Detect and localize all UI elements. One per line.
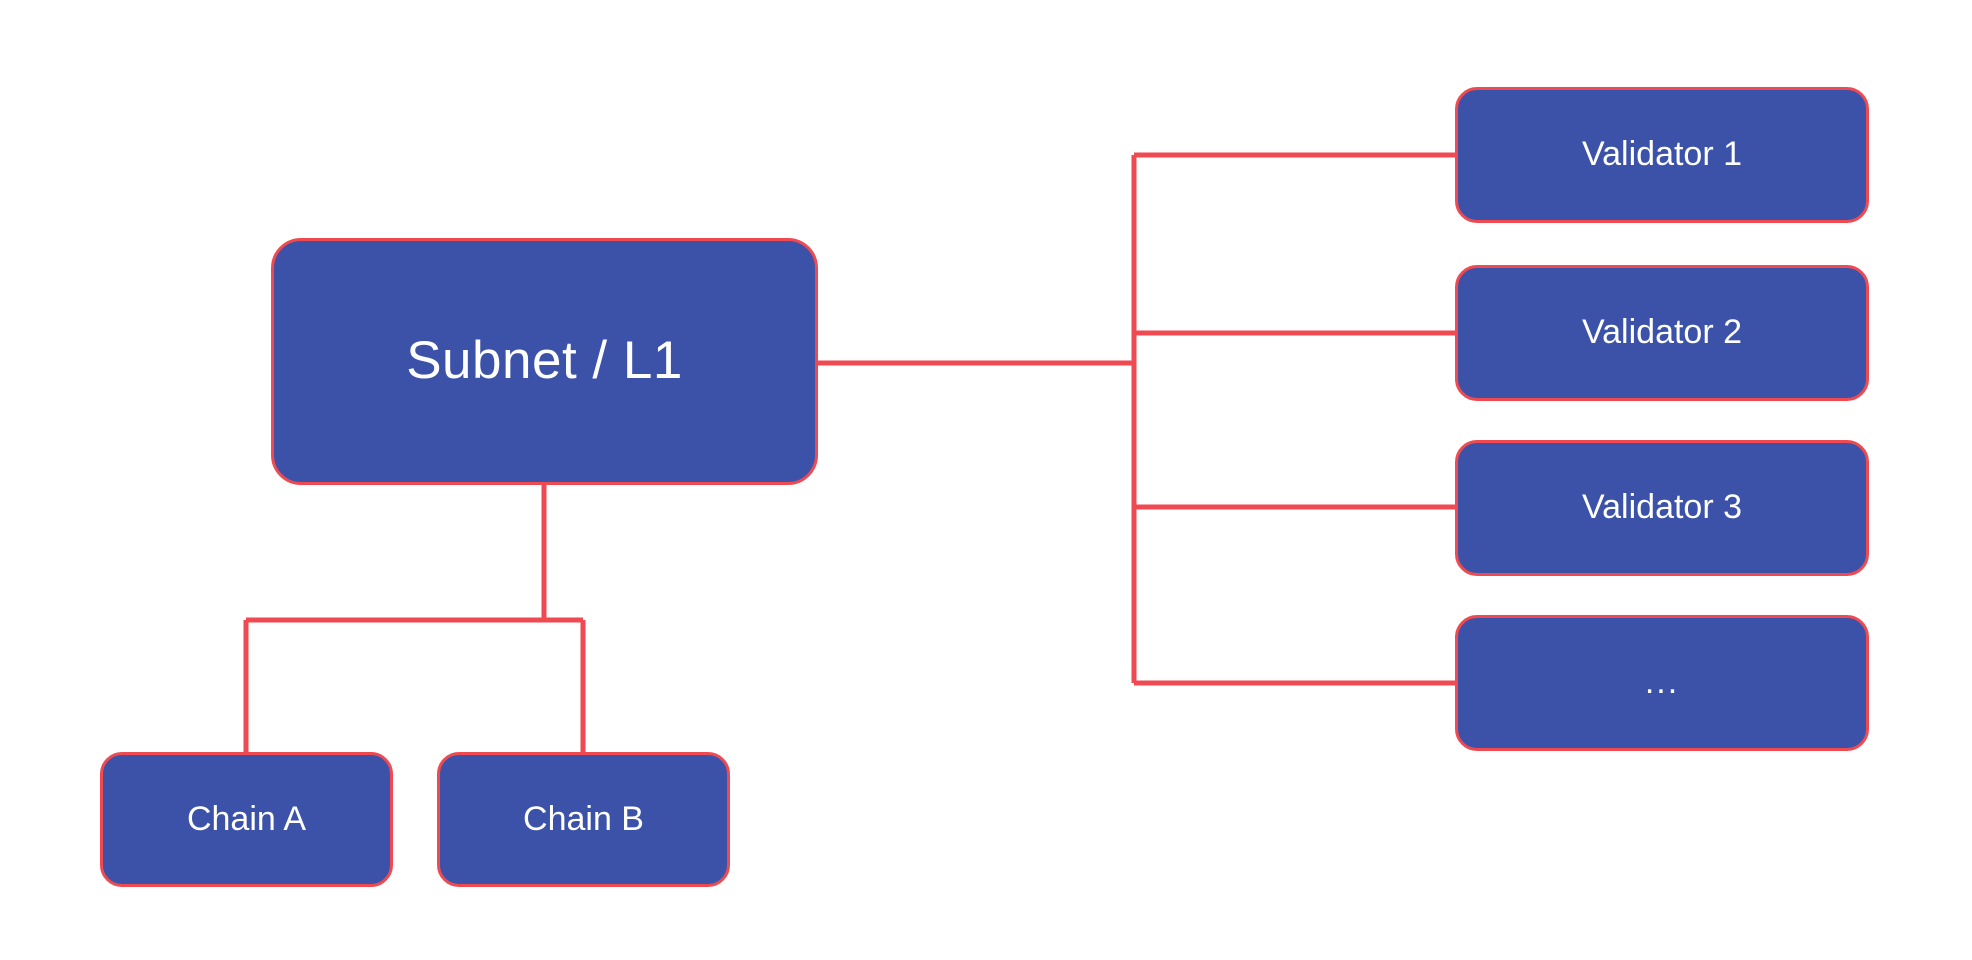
node-validator-more-label: ... bbox=[1644, 663, 1680, 702]
node-validator-1-label: Validator 1 bbox=[1581, 135, 1743, 174]
node-chain-a-label: Chain A bbox=[186, 799, 307, 838]
node-validator-2[interactable]: Validator 2 bbox=[1455, 265, 1869, 401]
node-validator-1[interactable]: Validator 1 bbox=[1455, 87, 1869, 223]
node-chain-a[interactable]: Chain A bbox=[100, 752, 393, 887]
node-validator-more[interactable]: ... bbox=[1455, 615, 1869, 751]
node-chain-b-label: Chain B bbox=[523, 799, 644, 838]
edges-root-to-validators bbox=[818, 152, 1455, 686]
node-validator-3-label: Validator 3 bbox=[1581, 488, 1743, 527]
edges-root-to-chains bbox=[243, 485, 586, 752]
node-subnet-l1[interactable]: Subnet / L1 bbox=[271, 238, 818, 485]
node-validator-3[interactable]: Validator 3 bbox=[1455, 440, 1869, 576]
node-subnet-l1-label: Subnet / L1 bbox=[406, 331, 683, 391]
node-chain-b[interactable]: Chain B bbox=[437, 752, 730, 887]
node-validator-2-label: Validator 2 bbox=[1581, 313, 1743, 352]
